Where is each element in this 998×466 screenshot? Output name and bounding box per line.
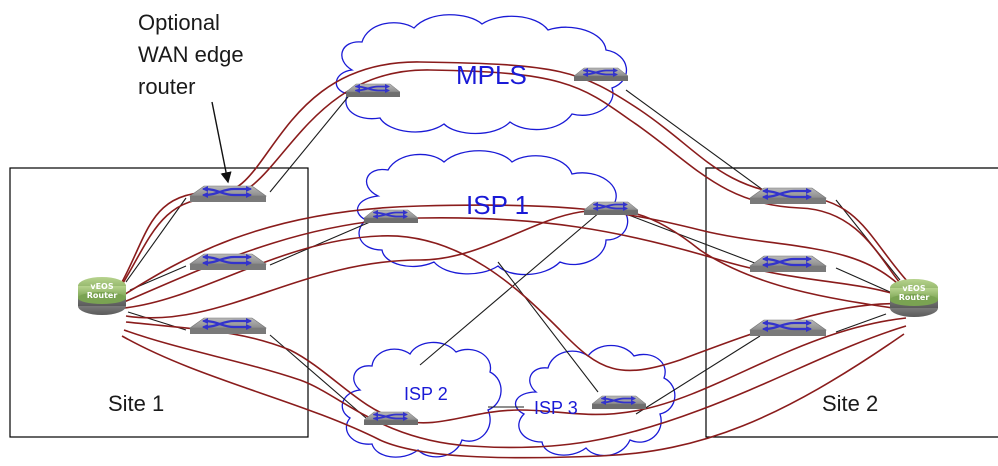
cloud-label-isp2: ISP 2 xyxy=(404,384,448,404)
isp3-cloud xyxy=(514,344,676,457)
site1-switch-3 xyxy=(188,316,268,336)
site2-switch-1 xyxy=(748,186,828,206)
isp1-cloud xyxy=(356,150,629,276)
router-label-line1: vEOS xyxy=(902,284,925,293)
isp1-switch-left xyxy=(363,209,419,224)
site1-wan-edge-switch xyxy=(188,184,268,204)
annotation-line-2: WAN edge xyxy=(138,42,244,67)
router-label-line2: Router xyxy=(87,291,118,300)
cloud-label-mpls: MPLS xyxy=(456,60,527,90)
site2-switch-2 xyxy=(748,254,828,274)
router-label-line2: Router xyxy=(899,293,930,302)
mpls-switch-left xyxy=(345,83,401,98)
cloud-label-isp3: ISP 3 xyxy=(534,398,578,418)
cloud-label-isp1: ISP 1 xyxy=(466,190,529,220)
annotation-line-3: router xyxy=(138,74,195,99)
site1-switch-2 xyxy=(188,252,268,272)
site-label-2: Site 2 xyxy=(822,391,878,416)
annotation-arrow xyxy=(211,101,232,184)
router-label-line1: vEOS xyxy=(90,282,113,291)
site-1-box xyxy=(9,167,309,438)
mpls-switch-right xyxy=(573,67,629,82)
site-2-box xyxy=(705,167,998,438)
site-label-1: Site 1 xyxy=(108,391,164,416)
site2-switch-3 xyxy=(748,318,828,338)
site1-veos-router: vEOS Router xyxy=(78,277,126,315)
isp2-switch xyxy=(363,411,419,426)
isp3-switch xyxy=(591,395,647,410)
annotation-optional-wan-edge: Optional WAN edge router xyxy=(138,10,244,184)
underlay-links xyxy=(125,89,901,419)
annotation-line-1: Optional xyxy=(138,10,220,35)
mpls-cloud xyxy=(335,14,628,135)
isp1-switch-right xyxy=(583,201,639,216)
isp2-cloud xyxy=(341,341,502,458)
site2-veos-router: vEOS Router xyxy=(890,279,938,317)
